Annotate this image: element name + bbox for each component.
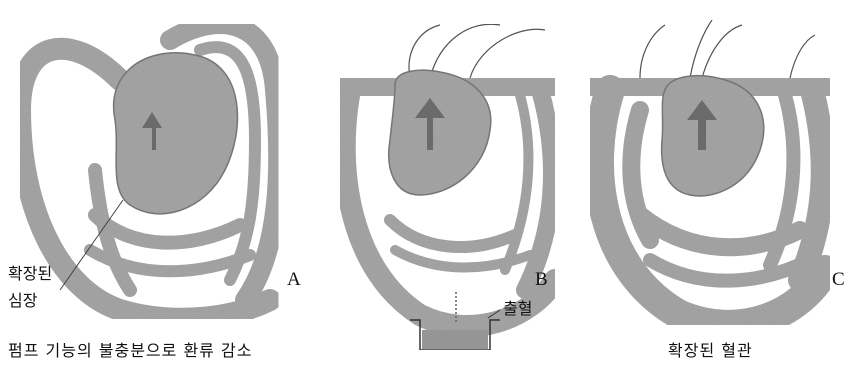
panel-c-letter: C xyxy=(832,270,845,289)
panel-a-label-line2: 심장 xyxy=(8,293,37,309)
panel-a-caption: 펌프 기능의 불충분으로 환류 감소 xyxy=(8,343,252,359)
panel-b-bleeding-label: 출혈 xyxy=(503,301,532,317)
panel-b-bleed-pool xyxy=(422,330,488,349)
panel-c-diagram xyxy=(590,20,830,325)
panel-a-dilated-heart xyxy=(114,53,238,214)
panel-a-diagram xyxy=(20,24,278,319)
panel-a-label-line1: 확장된 xyxy=(8,266,52,282)
panel-c-caption: 확장된 혈관 xyxy=(668,343,753,359)
panel-a-letter: A xyxy=(287,270,301,289)
panel-c-heart xyxy=(662,76,764,196)
panel-b-vessel-lower-1 xyxy=(390,220,515,247)
panel-b-heart xyxy=(389,70,491,195)
panel-c-vessel-top-empty xyxy=(640,20,815,78)
panel-c-vessel-left-mid xyxy=(631,110,650,240)
panel-c-vessel-lower-1 xyxy=(640,215,800,247)
panel-c-vessel-lower-2 xyxy=(650,260,810,281)
panel-a-vessel-lower-1 xyxy=(95,215,240,243)
panel-b-letter: B xyxy=(535,270,548,289)
panel-c-vessel-outer-right xyxy=(800,90,823,280)
